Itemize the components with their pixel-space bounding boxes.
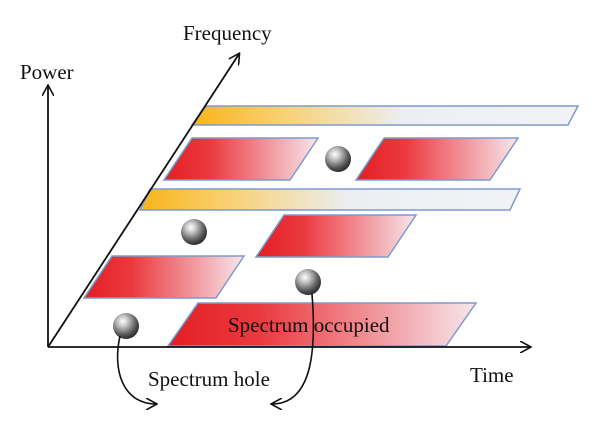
spectrum-hole-marker xyxy=(295,269,321,295)
frequency-axis-label: Frequency xyxy=(183,21,272,45)
time-axis-label: Time xyxy=(470,363,514,387)
power-axis-label: Power xyxy=(20,60,74,84)
spectrum-hole-label: Spectrum hole xyxy=(148,367,270,391)
spectrum-hole-marker xyxy=(181,219,207,245)
occupied-block-upper-right xyxy=(354,137,520,181)
spectrum-hole-marker xyxy=(325,146,351,172)
hole-callout-left xyxy=(116,335,156,404)
wide-band-middle xyxy=(138,188,522,211)
spectrum-hole-marker xyxy=(113,313,139,339)
frequency-axis xyxy=(47,54,239,348)
occupied-block-middle xyxy=(254,214,418,258)
spectrum-occupied-label: Spectrum occupied xyxy=(228,313,390,337)
hole-callout-right xyxy=(272,293,315,404)
occupied-block-bottom xyxy=(166,302,478,347)
wide-band-upper xyxy=(190,105,580,126)
occupied-block-lower-left xyxy=(82,255,246,299)
occupied-block-upper-left xyxy=(162,137,320,181)
